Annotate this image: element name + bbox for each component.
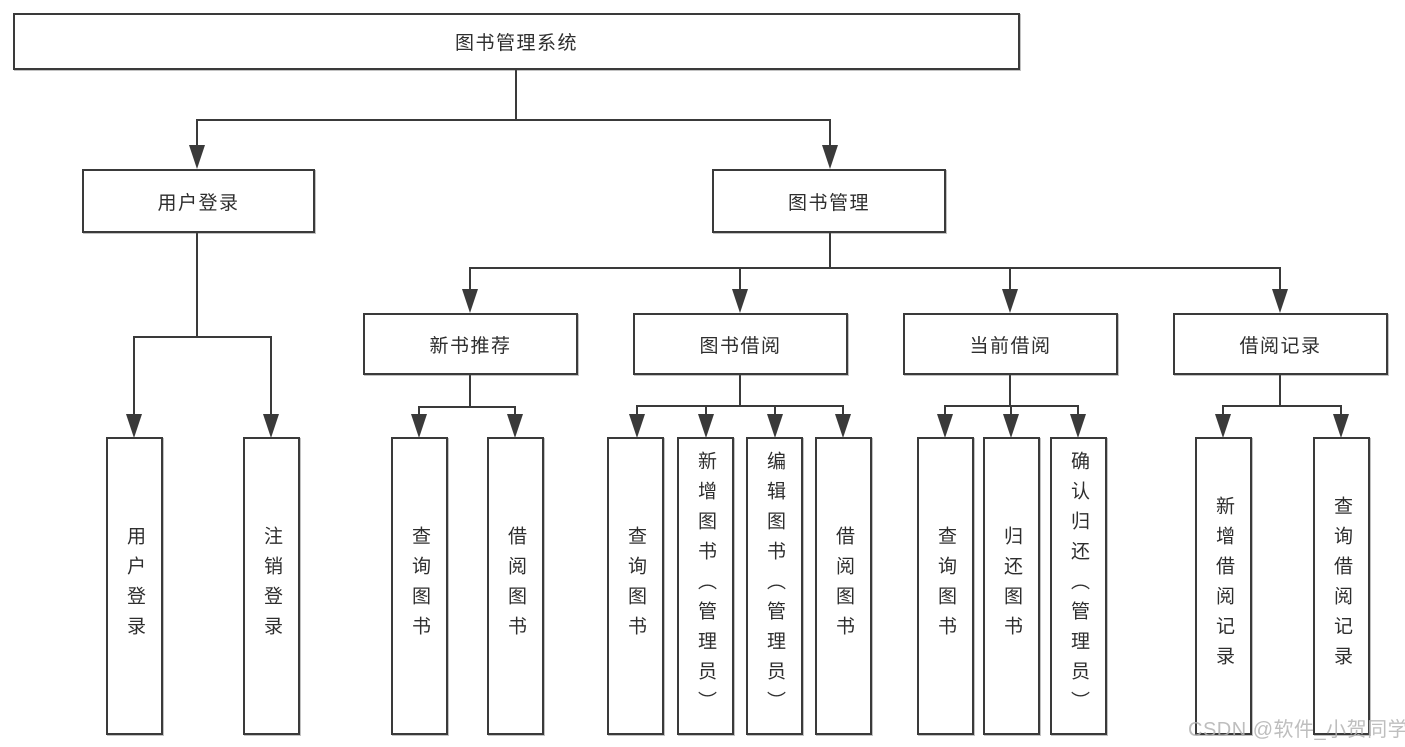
- node-root: 图书管理系统: [13, 13, 1020, 70]
- arrow-down-icon: [629, 414, 645, 438]
- leaf-return-book: 归还图书: [983, 437, 1040, 735]
- connector-vline: [1279, 375, 1281, 406]
- arrow-down-icon: [767, 414, 783, 438]
- connector-vline: [1010, 406, 1012, 420]
- arrow-down-icon: [1215, 414, 1231, 438]
- connector-vline: [133, 337, 135, 420]
- leaf-recommend-borrow-book: 借阅图书: [487, 437, 544, 735]
- leaf-confirm-return-admin: 确认归还（管理员）: [1050, 437, 1107, 735]
- connector-vline: [196, 233, 198, 337]
- leaf-query-borrow-record: 查询借阅记录: [1313, 437, 1370, 735]
- connector-vline: [1009, 268, 1011, 295]
- csdn-watermark: CSDN @软件_小贺同学: [1188, 719, 1405, 741]
- connector-vline: [418, 407, 420, 420]
- node-borrow-record: 借阅记录: [1173, 313, 1388, 375]
- node-current-borrow: 当前借阅: [903, 313, 1118, 375]
- connector-vline: [829, 120, 831, 151]
- arrow-down-icon: [822, 145, 838, 169]
- arrow-down-icon: [411, 414, 427, 438]
- node-book-borrow: 图书借阅: [633, 313, 848, 375]
- arrow-down-icon: [698, 414, 714, 438]
- connector-vline: [270, 337, 272, 420]
- arrow-down-icon: [732, 289, 748, 313]
- arrow-down-icon: [835, 414, 851, 438]
- arrow-down-icon: [1272, 289, 1288, 313]
- leaf-add-borrow-record: 新增借阅记录: [1195, 437, 1252, 735]
- connector-vline: [705, 406, 707, 420]
- leaf-current-query-book: 查询图书: [917, 437, 974, 735]
- connector-vline: [1340, 406, 1342, 420]
- connector-hline: [944, 405, 1079, 407]
- arrow-down-icon: [462, 289, 478, 313]
- connector-vline: [1077, 406, 1079, 420]
- arrow-down-icon: [1333, 414, 1349, 438]
- leaf-borrow-book: 借阅图书: [815, 437, 872, 735]
- connector-vline: [829, 233, 831, 268]
- leaf-add-book-admin: 新增图书（管理员）: [677, 437, 734, 735]
- connector-vline: [196, 120, 198, 151]
- node-new-book-recommend: 新书推荐: [363, 313, 578, 375]
- connector-vline: [774, 406, 776, 420]
- connector-hline: [418, 406, 516, 408]
- connector-vline: [1009, 375, 1011, 406]
- connector-vline: [739, 268, 741, 295]
- connector-vline: [469, 375, 471, 407]
- connector-hline: [636, 405, 844, 407]
- leaf-logout: 注销登录: [243, 437, 300, 735]
- arrow-down-icon: [189, 145, 205, 169]
- connector-vline: [1279, 268, 1281, 295]
- connector-vline: [636, 406, 638, 420]
- connector-vline: [944, 406, 946, 420]
- node-book-management: 图书管理: [712, 169, 946, 233]
- connector-vline: [1222, 406, 1224, 420]
- arrow-down-icon: [263, 414, 279, 438]
- connector-hline: [196, 119, 831, 121]
- arrow-down-icon: [126, 414, 142, 438]
- leaf-edit-book-admin: 编辑图书（管理员）: [746, 437, 803, 735]
- connector-vline: [842, 406, 844, 420]
- node-user-login: 用户登录: [82, 169, 315, 233]
- connector-hline: [1222, 405, 1342, 407]
- connector-vline: [469, 268, 471, 295]
- connector-vline: [515, 70, 517, 120]
- leaf-borrow-query-book: 查询图书: [607, 437, 664, 735]
- arrow-down-icon: [937, 414, 953, 438]
- arrow-down-icon: [1002, 289, 1018, 313]
- arrow-down-icon: [1070, 414, 1086, 438]
- connector-vline: [739, 375, 741, 406]
- connector-vline: [514, 407, 516, 420]
- arrow-down-icon: [507, 414, 523, 438]
- connector-hline: [133, 336, 272, 338]
- leaf-recommend-query-book: 查询图书: [391, 437, 448, 735]
- arrow-down-icon: [1003, 414, 1019, 438]
- leaf-user-login: 用户登录: [106, 437, 163, 735]
- connector-hline: [469, 267, 1281, 269]
